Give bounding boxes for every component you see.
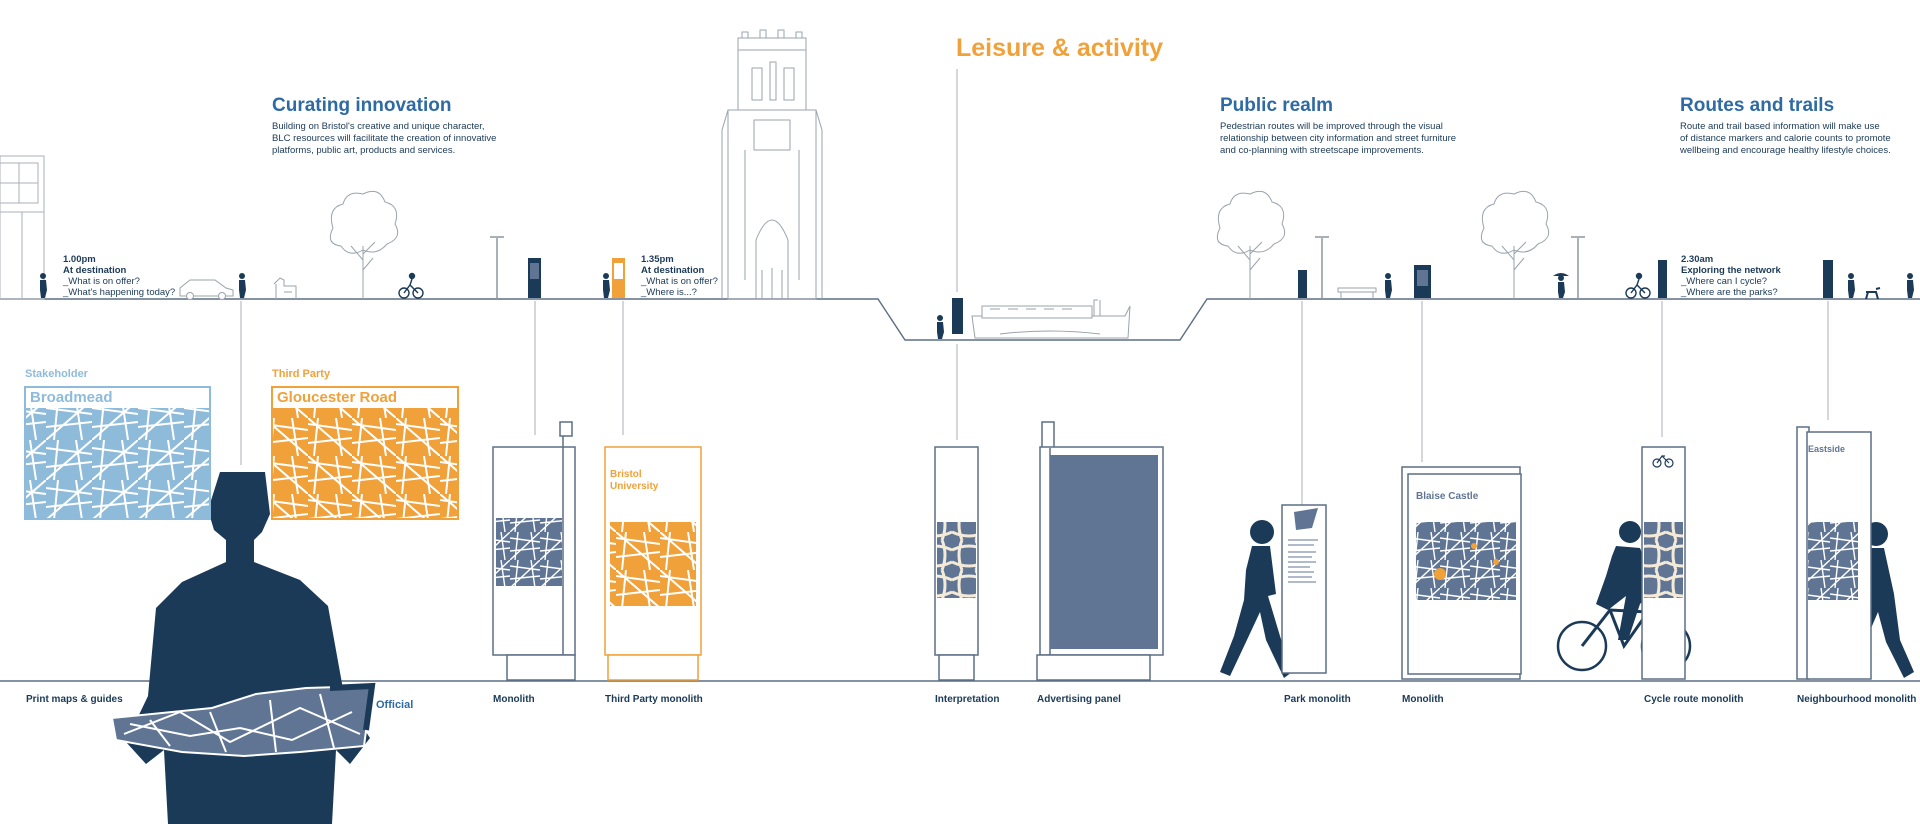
- timeline-question: _Where is...?: [641, 287, 697, 298]
- desc-line: Pedestrian routes will be improved throu…: [1220, 121, 1443, 132]
- tree-illustrations: [329, 190, 1550, 299]
- caption-advertising-panel: Advertising panel: [1037, 694, 1121, 705]
- car-icon: [179, 279, 234, 297]
- caption-print-maps: Print maps & guides: [26, 694, 123, 705]
- section-desc-routes-and-trails: Route and trail based information will m…: [1680, 121, 1891, 157]
- section-title-curating-innovation: Curating innovation: [272, 95, 452, 116]
- park-monolith-sign: [1281, 504, 1327, 674]
- bicycle-icon: [1652, 455, 1674, 468]
- timeline-question: _What's happening today?: [63, 287, 176, 298]
- section-desc-curating-innovation: Building on Bristol's creative and uniqu…: [272, 121, 496, 157]
- third-party-label: Third Party: [272, 368, 331, 380]
- timeline-question: _Where can I cycle?: [1681, 276, 1768, 287]
- desc-line: BLC resources will facilitate the creati…: [272, 133, 497, 144]
- section-desc-public-realm: Pedestrian routes will be improved throu…: [1220, 121, 1456, 157]
- caption-neighbourhood-monolith: Neighbourhood monolith: [1797, 694, 1917, 705]
- caption-interpretation: Interpretation: [935, 694, 1000, 705]
- timeline-question: _Where are the parks?: [1681, 287, 1778, 298]
- desc-line: Route and trail based information will m…: [1680, 121, 1880, 132]
- small-pedestrian-icons: [40, 273, 1914, 339]
- sign-label-line: Bristol: [610, 469, 642, 480]
- blaise-castle-sign-label: Blaise Castle: [1416, 491, 1479, 502]
- desc-line: wellbeing and encourage healthy lifestyl…: [1680, 145, 1891, 156]
- timeline-question: _What is on offer?: [641, 276, 718, 287]
- third-party-monolith-sign: [604, 446, 702, 681]
- man-reading-map-silhouette: [110, 472, 376, 824]
- small-cyclist-icons: [398, 272, 1651, 299]
- street-lamps: [490, 236, 1585, 299]
- caption-third-party-monolith: Third Party monolith: [605, 694, 703, 705]
- broadmead-map: [24, 386, 211, 520]
- small-street-monoliths: [528, 258, 1833, 334]
- official-label: Official: [376, 699, 414, 711]
- boat-illustration: [971, 299, 1131, 339]
- caption-monolith: Monolith: [493, 694, 535, 705]
- timeline-title: Exploring the network: [1681, 265, 1781, 276]
- desc-line: and co-planning with streetscape improve…: [1220, 145, 1424, 156]
- caption-cycle-route-monolith: Cycle route monolith: [1644, 694, 1744, 705]
- monolith-sign: [492, 421, 576, 681]
- walking-person-silhouette: [1220, 520, 1292, 678]
- building-outline: [0, 155, 45, 300]
- advertising-panel-sign: [1036, 421, 1164, 681]
- stakeholder-label: Stakeholder: [25, 368, 88, 380]
- desc-line: of distance markers and calorie counts t…: [1680, 133, 1891, 144]
- desc-line: relationship between city information an…: [1220, 133, 1457, 144]
- timeline-time: 1.00pm: [63, 254, 96, 265]
- broadmead-map-title: Broadmead: [30, 389, 113, 406]
- timeline-note-2: 1.35pm At destination _What is on offer?…: [641, 254, 718, 298]
- wills-tower-illustration: [721, 29, 823, 300]
- cycle-route-monolith-sign: [1641, 446, 1686, 680]
- desc-line: platforms, public art, products and serv…: [272, 145, 456, 156]
- timeline-title: At destination: [641, 265, 705, 276]
- sign-label-line: University: [610, 481, 659, 492]
- blaise-castle-monolith-sign: [1401, 466, 1522, 680]
- section-title-public-realm: Public realm: [1220, 95, 1333, 116]
- gloucester-road-map-title: Gloucester Road: [277, 389, 398, 406]
- main-heading: Leisure & activity: [956, 34, 1164, 62]
- timeline-note-1: 1.00pm At destination _What is on offer?…: [63, 254, 175, 298]
- timeline-time: 2.30am: [1681, 254, 1714, 265]
- desc-line: Building on Bristol's creative and uniqu…: [272, 121, 485, 132]
- timeline-question: _What is on offer?: [63, 276, 140, 287]
- bench-icon: [1337, 287, 1377, 299]
- section-title-routes-and-trails: Routes and trails: [1680, 95, 1835, 116]
- bristol-university-sign-label: Bristol University: [610, 469, 658, 493]
- caption-monolith-2: Monolith: [1402, 694, 1444, 705]
- caption-park-monolith: Park monolith: [1284, 694, 1351, 705]
- dog-outline-icon: [273, 277, 297, 299]
- gloucester-road-map: [271, 386, 459, 520]
- eastside-sign-label: Eastside: [1808, 444, 1846, 454]
- leader-lines: [240, 69, 1829, 505]
- neighbourhood-monolith-sign: [1796, 426, 1872, 680]
- timeline-note-3: 2.30am Exploring the network _Where can …: [1681, 254, 1781, 298]
- interpretation-sign: [934, 446, 979, 681]
- timeline-title: At destination: [63, 265, 127, 276]
- timeline-time: 1.35pm: [641, 254, 674, 265]
